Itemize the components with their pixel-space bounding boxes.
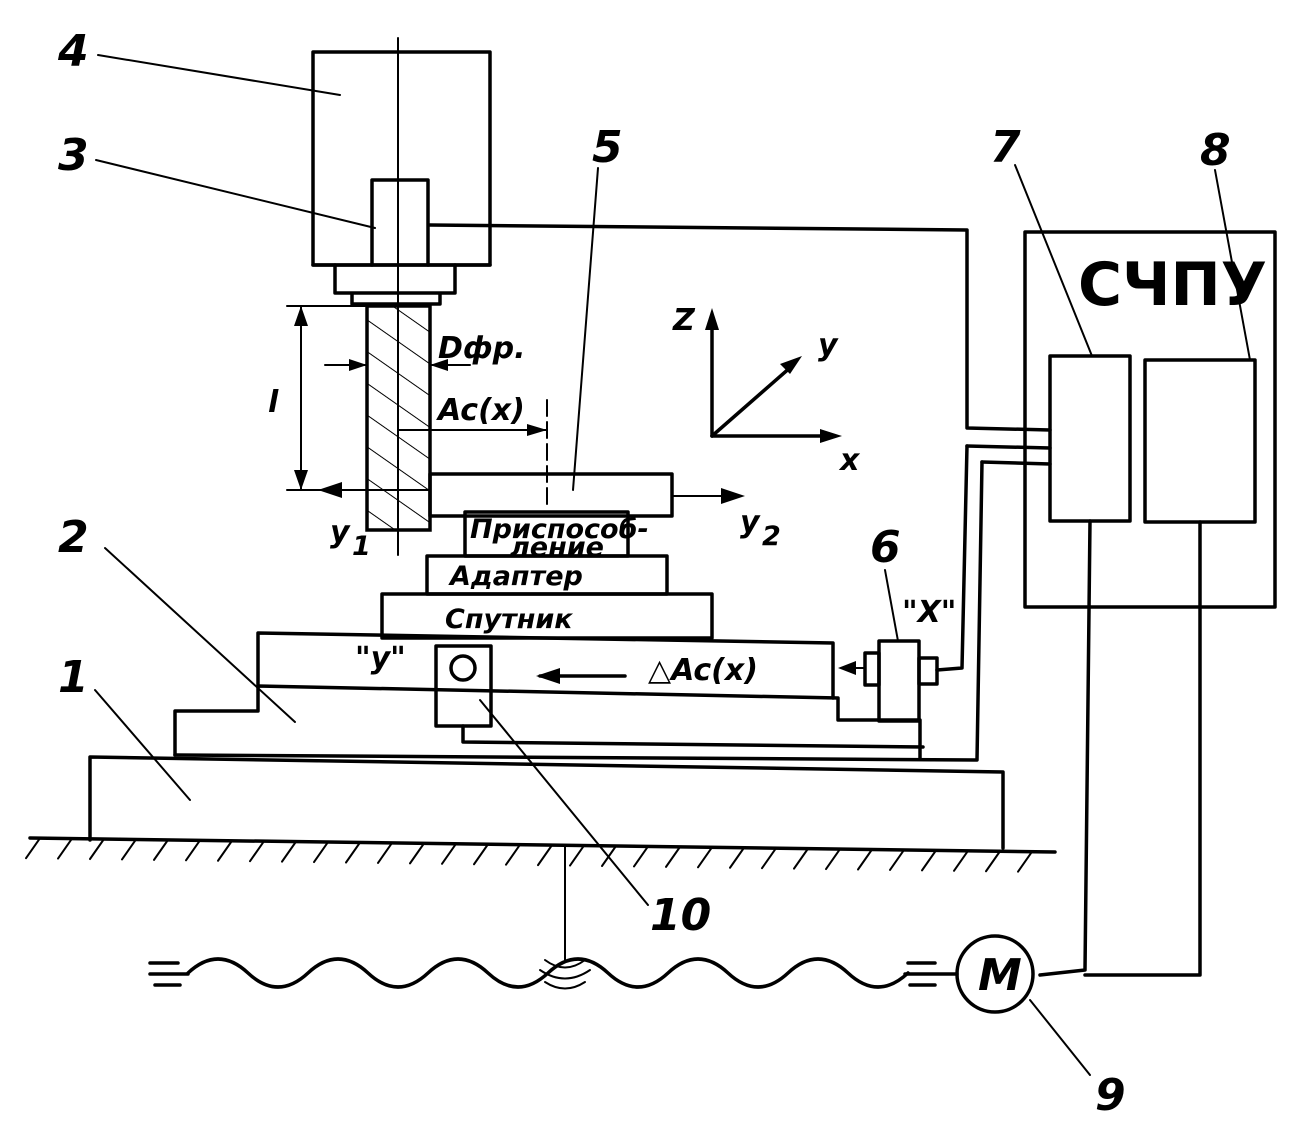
ground-hatch-line bbox=[153, 838, 169, 861]
ac-x-dimension bbox=[397, 424, 548, 436]
axis-y-label: y bbox=[818, 328, 839, 363]
x-sensor bbox=[838, 639, 939, 723]
label-3: 3 bbox=[58, 130, 89, 181]
ground-hatch-line bbox=[217, 839, 233, 862]
ac-x-label: Ac(x) bbox=[436, 393, 525, 428]
wiring bbox=[173, 223, 1202, 977]
delta-ac-x-label: △Ac(x) bbox=[648, 653, 758, 688]
label-1: 1 bbox=[58, 652, 89, 703]
adapter-label: Адаптер bbox=[448, 561, 583, 592]
cnc-label: СЧПУ bbox=[1078, 250, 1267, 320]
ground-hatch-line bbox=[313, 841, 329, 864]
leader-lines bbox=[94, 54, 1251, 1076]
cutter-diameter-label: Dфр. bbox=[438, 331, 526, 366]
ground-hatch-line bbox=[953, 849, 969, 872]
y2-arrow bbox=[671, 488, 745, 504]
label-4: 4 bbox=[57, 26, 89, 77]
ground-hatch-line bbox=[921, 849, 937, 872]
ground-hatch-line bbox=[569, 844, 585, 867]
ground-hatch-line bbox=[89, 838, 105, 861]
ground-hatch-line bbox=[345, 841, 361, 864]
ground-hatch-line bbox=[729, 846, 745, 869]
y1-subscript: 1 bbox=[352, 531, 371, 562]
ground-hatch-line bbox=[409, 842, 425, 865]
label-9: 9 bbox=[1095, 1070, 1126, 1121]
ground-hatch-line bbox=[857, 848, 873, 871]
length-dimension bbox=[286, 305, 366, 491]
axis-y-quoted-label: "y" bbox=[355, 641, 406, 676]
ground-hatch-line bbox=[985, 850, 1001, 873]
cnc-enclosure bbox=[1023, 230, 1277, 609]
y2-label: y bbox=[740, 505, 761, 540]
ground-hatch-line bbox=[441, 842, 457, 865]
fixture-label-line1: Приспособ- bbox=[470, 514, 649, 545]
label-10: 10 bbox=[650, 890, 711, 941]
ground-hatch-line bbox=[537, 844, 553, 867]
ground-hatch-line bbox=[121, 838, 137, 861]
axis-z-label: Z bbox=[672, 303, 696, 338]
ground-hatch-line bbox=[761, 847, 777, 870]
ground-hatch-line bbox=[505, 843, 521, 866]
ground-hatch-line bbox=[377, 841, 393, 864]
y2-subscript: 2 bbox=[762, 521, 781, 552]
machine-bed bbox=[88, 755, 1005, 850]
block-8 bbox=[1143, 358, 1257, 524]
label-6: 6 bbox=[870, 522, 901, 573]
fixture-block bbox=[463, 510, 630, 558]
label-5: 5 bbox=[592, 122, 623, 173]
y1-label: y bbox=[330, 515, 351, 550]
ground-hatch-line bbox=[633, 845, 649, 868]
length-l-label: l bbox=[268, 385, 279, 420]
ground-hatch-line bbox=[665, 845, 681, 868]
y1-arrow bbox=[318, 482, 431, 498]
ground-hatch-line bbox=[1017, 850, 1033, 873]
ground-hatch-line bbox=[473, 843, 489, 866]
ground-hatch-line bbox=[281, 840, 297, 863]
block-7 bbox=[1048, 354, 1132, 523]
text-labels: 4 3 5 7 8 2 1 6 10 9 СЧПУ Dфр. Ac(x) l y… bbox=[57, 26, 1267, 1121]
cutter-diameter-dimension bbox=[324, 359, 471, 371]
ground-hatch-line bbox=[825, 848, 841, 871]
ground-hatch-line bbox=[697, 846, 713, 869]
coordinate-axes bbox=[705, 308, 842, 443]
ground-hatch-line bbox=[889, 848, 905, 871]
ground bbox=[25, 836, 1057, 873]
drive-shaft bbox=[148, 844, 959, 990]
ground-hatch-line bbox=[249, 840, 265, 863]
label-2: 2 bbox=[58, 512, 89, 563]
ground-hatch-line bbox=[185, 839, 201, 862]
ground-hatch-line bbox=[25, 837, 41, 860]
fixture-label-line2: ление bbox=[510, 532, 604, 563]
tool-holder bbox=[333, 263, 457, 306]
motor-label: M bbox=[978, 950, 1022, 1001]
label-8: 8 bbox=[1200, 125, 1231, 176]
satellite-label: Спутник bbox=[445, 604, 573, 635]
label-7: 7 bbox=[990, 122, 1021, 173]
workpiece bbox=[428, 472, 674, 518]
ground-hatch-line bbox=[57, 837, 73, 860]
ground-hatch-line bbox=[793, 847, 809, 870]
spindle-head bbox=[311, 50, 492, 267]
spindle bbox=[370, 178, 430, 267]
axis-x-label: x bbox=[838, 443, 861, 478]
delta-ac-x-arrow bbox=[536, 668, 627, 684]
axis-x-quoted-label: "X" bbox=[902, 595, 956, 630]
y-sensor bbox=[434, 644, 493, 728]
